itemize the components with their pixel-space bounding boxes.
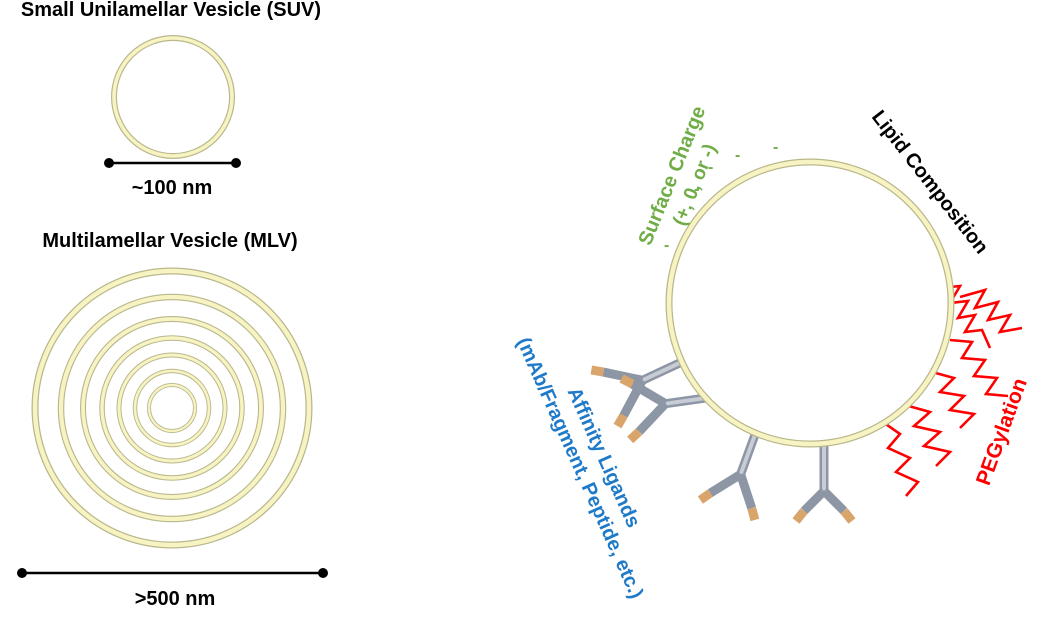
affinity-ligands-label: Affinity Ligands (mAb/Fragment, Peptide,… xyxy=(512,334,647,602)
mlv-scale-bar xyxy=(17,568,328,578)
suv-vesicle xyxy=(111,35,235,159)
peg-chain xyxy=(904,403,953,467)
charge-symbol: - xyxy=(664,237,669,254)
charge-symbol: - xyxy=(676,213,681,230)
suv-panel: Small Unilamellar Vesicle (SUV) ~100 nm xyxy=(21,0,321,199)
peg-chain xyxy=(931,370,977,429)
peg-chains xyxy=(879,284,1023,497)
peg-chain xyxy=(939,284,992,349)
peg-chain xyxy=(959,287,1023,334)
charge-symbol: - xyxy=(735,147,740,164)
liposome-group: - - - - - - Surface Charge (+, 0, or -) … xyxy=(512,103,1032,602)
liposome-membrane xyxy=(665,158,955,448)
peg-chain xyxy=(879,418,921,497)
mlv-size-label: >500 nm xyxy=(135,588,216,610)
suv-scale-bar xyxy=(104,158,241,168)
pegylation-label: PEGylation xyxy=(972,375,1032,488)
charge-symbol: - xyxy=(708,159,713,176)
antibody xyxy=(697,430,761,522)
surface-charge-symbols: - - - - - - xyxy=(664,139,778,254)
peg-chain xyxy=(949,338,1009,398)
charge-symbol: - xyxy=(694,181,699,198)
mlv-panel: Multilamellar Vesicle (MLV) >500 nm xyxy=(17,230,328,610)
suv-title: Small Unilamellar Vesicle (SUV) xyxy=(21,0,321,21)
charge-symbol: - xyxy=(773,139,778,156)
antibody xyxy=(792,443,856,524)
suv-size-label: ~100 nm xyxy=(132,177,213,199)
mlv-title: Multilamellar Vesicle (MLV) xyxy=(42,230,297,252)
mlv-vesicle xyxy=(31,267,313,549)
